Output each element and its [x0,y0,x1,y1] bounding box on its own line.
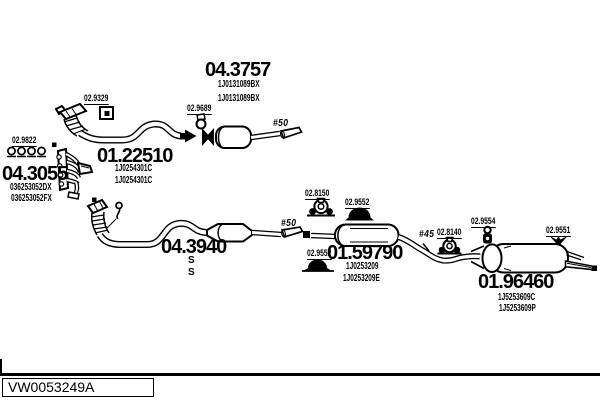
part-code-04-3757: 04.3757 [205,59,271,81]
part-code-01-22510: 01.22510 [97,145,173,167]
part-code-02-9329: 02.9329 [84,92,109,105]
part-code-02-9554: 02.9554 [471,215,496,228]
part-sub-01-59790-2: 1J0253209E [343,273,380,284]
diameter-50-mid: #50 [281,218,297,229]
footer-divider [0,373,600,376]
part-code-02-8140: 02.8140 [437,226,462,239]
diameter-45: #45 [419,228,435,240]
part-sub-04-3055-2: 036253052FX [11,193,52,204]
catalog-code: VW0053249A [8,379,95,395]
part-sub-01-96460-2: 1J5253609P [499,302,536,314]
diameter-50-top: #50 [273,118,289,129]
part-sub-04-3940-1: S [188,255,195,266]
part-sub-04-3757-1: 1J0131089BX [218,79,260,90]
mount-icon-top [345,207,374,221]
part-code-04-3055: 04.3055 [2,163,68,185]
part-code-04-3940: 04.3940 [161,236,227,258]
center-pipe-drawing [86,197,304,248]
front-catalyst-drawing [202,125,303,149]
part-code-02-9689: 02.9689 [187,103,212,115]
manifold-drawing [52,142,94,200]
part-sub-01-59790-1: 1J0253209 [346,261,379,272]
part-sub-01-22510-1: 1J0254301C [115,163,153,174]
part-sub-01-22510-2: 1J0254301C [115,175,153,186]
part-code-01-96460: 01.96460 [478,271,554,293]
front-pipe-drawing [54,102,197,144]
rear-muffler-drawing [470,243,597,274]
footer-code-box: VW0053249A [2,377,154,397]
part-code-02-9552-top: 02.9552 [345,196,370,209]
part-sub-04-3055-1: 036253052DX [10,181,52,193]
part-code-02-9552-bottom: 02.9552 [307,247,332,260]
clamp-icon [99,106,114,120]
ring-gasket-icon [195,113,207,130]
rubber-hanger-icon-mid [307,197,335,217]
mid-muffler-drawing [303,223,481,264]
part-sub-01-96460-1: 1J5253609C [498,292,536,303]
mount-icon-bottom [302,259,334,272]
part-code-01-59790: 01.59790 [327,242,403,264]
part-code-02-9551: 02.9551 [546,225,571,237]
part-sub-04-3757-2: 1J0131089BX [218,92,260,104]
part-code-02-8150: 02.8150 [305,188,330,200]
hook-icon [483,225,492,244]
manifold-gasket-icon [7,146,46,158]
footer-left-tick [0,359,2,374]
rubber-hanger-icon-rear [437,236,462,255]
part-sub-04-3940-2: S [188,267,195,278]
part-code-02-9822: 02.9822 [12,134,37,147]
